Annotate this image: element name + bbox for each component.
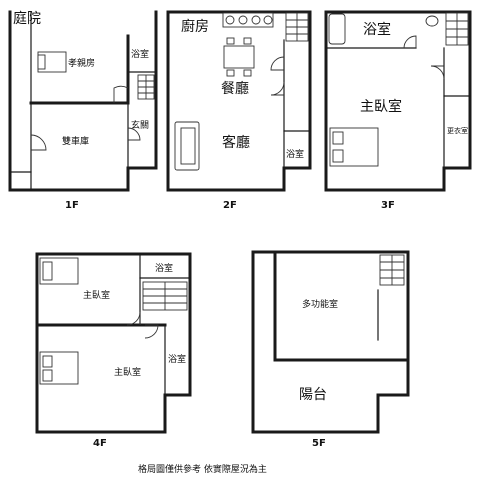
floor-2f-dining-table-icon [223, 45, 255, 69]
floor-1f-outer-wall [8, 10, 158, 192]
floor-2f: 廚房 餐廳 客廳 浴室 2F [166, 10, 312, 211]
floor-4f-lower-bedroom-label: 主臥室 [114, 366, 141, 378]
floor-5f-multipurpose-wall [273, 250, 410, 362]
floor-1f-courtyard-door [30, 134, 47, 151]
floor-3f-toilet-icon [425, 15, 439, 27]
floor-2f-burner-icon [263, 15, 273, 25]
floor-2f-chair-icon [226, 69, 235, 77]
floor-1f-label: 1F [65, 200, 79, 211]
floor-2f-bathroom-label: 浴室 [286, 148, 304, 160]
disclaimer-caption: 格局圖僅供參考 依實際屋況為主 [138, 463, 267, 475]
floor-4f: 主臥室 浴室 主臥室 浴室 4F [35, 252, 192, 449]
floor-4f-stair-treads [143, 282, 187, 310]
floor-2f-stair-treads [286, 13, 308, 41]
floor-1f: 庭院 孝親房 浴室 玄關 雙車庫 1F [8, 10, 158, 211]
floor-5f-multipurpose-label: 多功能室 [302, 298, 338, 310]
floor-1f-garage-label: 雙車庫 [62, 135, 89, 147]
floor-2f-door [270, 56, 285, 71]
floor-3f-pillow-icon [332, 149, 344, 163]
floor-3f-master-bedroom-label: 主臥室 [360, 98, 402, 115]
floor-5f-label: 5F [312, 438, 326, 449]
floor-2f-stove-icon [222, 12, 274, 28]
floor-3f-bathtub-icon [328, 13, 346, 45]
floor-5f-stair-treads [380, 255, 404, 285]
floor-1f-stair-treads [138, 75, 154, 99]
floor-4f-pillow-icon [42, 355, 53, 368]
floor-2f-living-label: 客廳 [222, 134, 250, 151]
floor-1f-courtyard-label: 庭院 [13, 10, 41, 27]
floor-3f-pillow-icon [332, 131, 344, 145]
floor-2f-dining-label: 餐廳 [221, 80, 249, 97]
floor-1f-bathroom-label: 浴室 [131, 48, 149, 60]
floor-1f-parent-room-label: 孝親房 [68, 57, 95, 69]
floor-2f-door [270, 81, 285, 96]
floor-4f-lower-bathroom-label: 浴室 [168, 353, 186, 365]
floor-3f-bathroom-door [403, 35, 417, 49]
floor-3f-closet-wall [443, 47, 471, 97]
floor-2f-sofa-seat [180, 127, 196, 165]
floor-3f-bathroom-label: 浴室 [363, 21, 391, 38]
floor-4f-upper-bathroom-label: 浴室 [155, 262, 173, 274]
floor-1f-pillow-icon [37, 54, 46, 70]
floor-3f: 浴室 主臥室 更衣室 3F [324, 10, 472, 211]
floor-5f: 多功能室 陽台 5F [251, 250, 410, 449]
floor-1f-entrance-label: 玄關 [131, 119, 149, 131]
floor-3f-closet-door [430, 65, 445, 80]
floor-3f-label: 3F [381, 200, 395, 211]
floor-3f-closet-label: 更衣室 [447, 126, 468, 135]
floor-1f-entrance-door [127, 127, 141, 141]
floor-2f-burner-icon [225, 15, 235, 25]
floor-4f-upper-bedroom-label: 主臥室 [83, 289, 110, 301]
floor-2f-burner-icon [251, 15, 261, 25]
floor-2f-chair-icon [226, 37, 235, 45]
floor-2f-bathroom-wall [283, 39, 311, 132]
floor-4f-label: 4F [93, 438, 107, 449]
floor-5f-balcony-label: 陽台 [299, 387, 327, 403]
floor-2f-label: 2F [223, 200, 237, 211]
floor-1f-parent-room-door [113, 85, 129, 103]
floor-4f-pillow-icon [42, 369, 53, 382]
floor-5f-outer-wall [251, 250, 410, 434]
floor-2f-chair-icon [243, 69, 252, 77]
floor-4f-upper-door [126, 311, 141, 326]
floor-2f-chair-icon [243, 37, 252, 45]
floor-4f-pillow-icon [42, 261, 53, 281]
floor-4f-lower-door [144, 324, 159, 339]
floor-2f-kitchen-label: 廚房 [181, 18, 209, 35]
floor-2f-burner-icon [238, 15, 248, 25]
floor-3f-stair-treads [446, 13, 468, 45]
